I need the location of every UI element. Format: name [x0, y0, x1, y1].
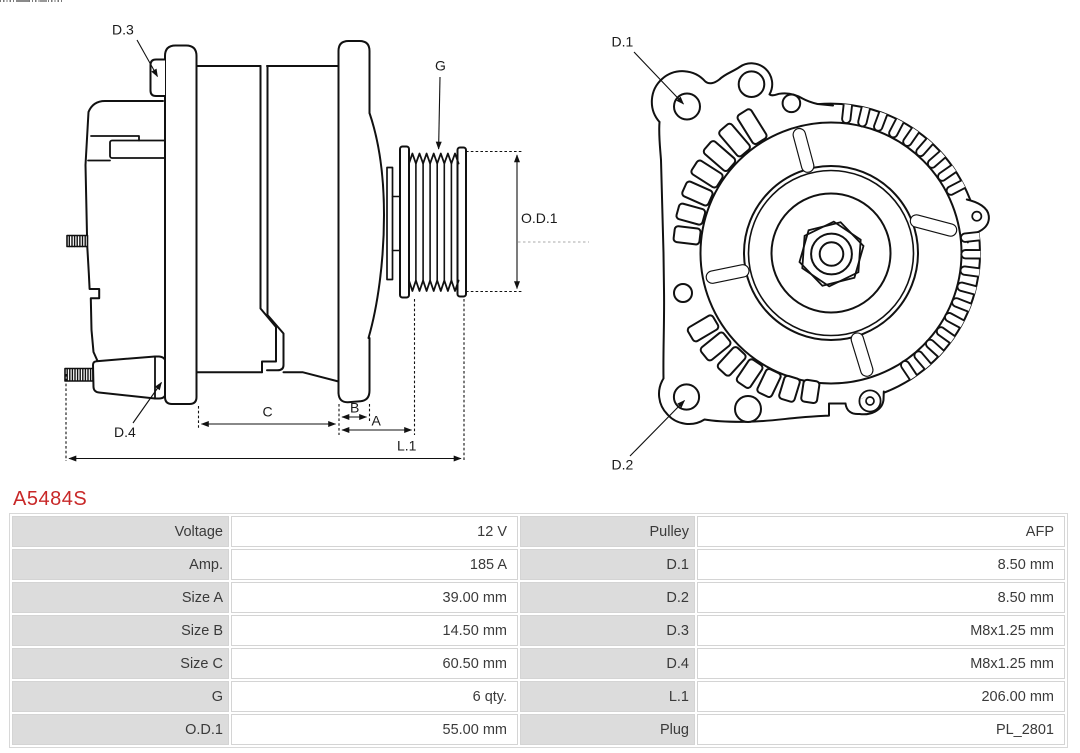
svg-text:D.2: D.2 — [612, 457, 634, 473]
svg-text:D.1: D.1 — [612, 34, 634, 50]
svg-text:A: A — [372, 413, 382, 429]
svg-text:D.4: D.4 — [114, 424, 136, 440]
svg-text:C: C — [263, 404, 273, 420]
svg-text:B: B — [350, 400, 359, 416]
svg-text:O.D.1: O.D.1 — [521, 210, 558, 226]
svg-text:G: G — [435, 58, 446, 74]
svg-text:D.3: D.3 — [112, 22, 134, 38]
svg-text:L.1: L.1 — [397, 438, 417, 454]
